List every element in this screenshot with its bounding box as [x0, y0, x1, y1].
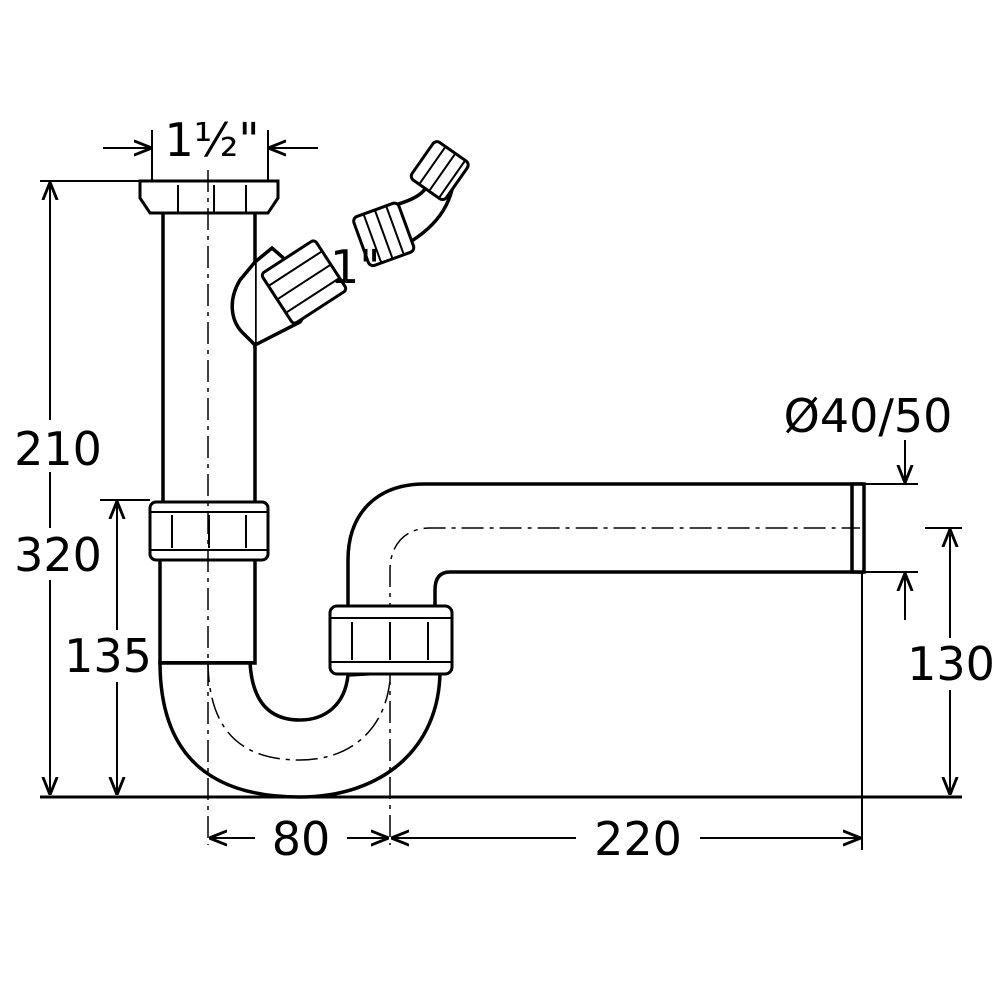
- vertical-pipe: [161, 203, 257, 512]
- right-union-nut: [328, 604, 454, 676]
- height-320-label: 320: [14, 528, 102, 582]
- outlet-arm: [346, 482, 864, 627]
- inlet-collar: [138, 179, 280, 215]
- width-80-label: 80: [272, 812, 331, 866]
- trap-bend: [158, 660, 442, 799]
- height-total-label: 210: [14, 422, 102, 476]
- inlet-size-label: 1½": [164, 113, 259, 167]
- side-inlet-size-label: 1": [330, 240, 380, 294]
- hose-connector: [352, 140, 470, 268]
- outlet-diameter-label: Ø40/50: [784, 389, 953, 443]
- width-220-label: 220: [594, 812, 682, 866]
- side-inlet-nut: [260, 239, 348, 325]
- left-union-nut: [148, 500, 270, 562]
- height-130-label: 130: [907, 637, 995, 691]
- height-135-label: 135: [64, 629, 152, 683]
